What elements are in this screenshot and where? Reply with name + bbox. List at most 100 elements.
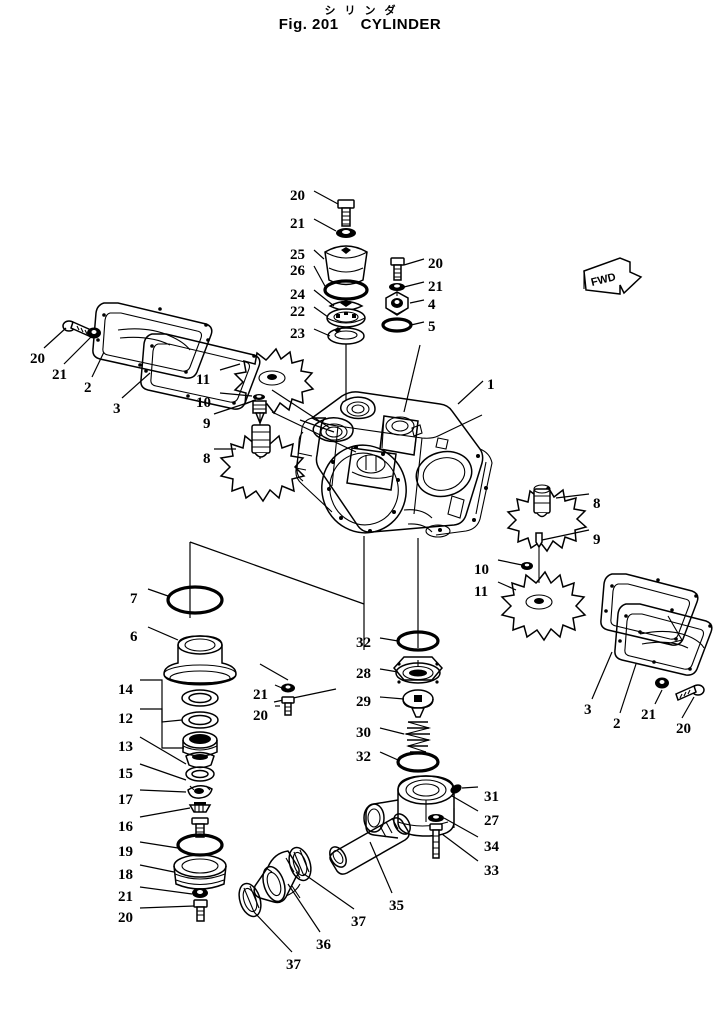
callout-26: 26 (290, 263, 305, 279)
callout-33: 33 (484, 863, 499, 879)
washer-34 (428, 814, 444, 822)
piston-36 (253, 850, 301, 904)
callout-21-bl: 21 (118, 889, 133, 905)
callout-21-m: 21 (253, 687, 268, 703)
bolt-20-right-cover (675, 684, 705, 702)
callout-34: 34 (484, 839, 499, 855)
pin-9-right (535, 532, 543, 583)
callout-29: 29 (356, 694, 371, 710)
callout-7: 7 (130, 591, 138, 607)
callout-leaders (43, 190, 695, 953)
housing-6 (163, 635, 237, 686)
callout-6: 6 (130, 629, 138, 645)
callout-21: 21 (290, 216, 305, 232)
callout-2-l: 2 (84, 380, 92, 396)
callout-21-tr: 21 (428, 279, 443, 295)
washer-21-right (389, 283, 405, 291)
ring-37-upper (288, 846, 312, 882)
callout-9-r: 9 (593, 532, 601, 548)
callout-32-a: 32 (356, 635, 371, 651)
top-bolt-20 (337, 199, 355, 227)
callout-10-r: 10 (474, 562, 489, 578)
retainer-17 (187, 785, 213, 799)
callout-28: 28 (356, 666, 371, 682)
figure-name: CYLINDER (360, 16, 442, 33)
callout-20: 20 (290, 188, 305, 204)
callout-25: 25 (290, 247, 305, 263)
top-boss-right (379, 415, 419, 456)
callout-32-b: 32 (356, 749, 371, 765)
plate-22 (326, 308, 366, 328)
cylinder-body-1 (295, 391, 493, 538)
oring-7 (166, 585, 224, 615)
washer-10-right (521, 562, 533, 570)
valve-plate-28 (393, 656, 443, 684)
page-title: Fig. 201 CYLINDER (0, 16, 720, 33)
lower-star-gear-8 (219, 424, 306, 503)
callout-2-r: 2 (613, 716, 621, 732)
center-square-boss (346, 447, 397, 491)
callout-20-r: 20 (676, 721, 691, 737)
spool-12 (182, 731, 218, 757)
figure-number: Fig. 201 (278, 16, 339, 33)
callout-37-a: 37 (351, 914, 366, 930)
callout-18: 18 (118, 867, 133, 883)
keeper-16 (188, 802, 212, 813)
bolt-20-mid (259, 663, 295, 716)
spring-30 (403, 721, 432, 753)
bolt-20-right (390, 257, 405, 281)
callout-22: 22 (290, 304, 305, 320)
oring-19 (176, 833, 224, 857)
callout-11-r: 11 (474, 584, 489, 600)
ring-37-lower (238, 882, 262, 918)
callout-20-m: 20 (253, 708, 268, 724)
callout-20-bl: 20 (118, 910, 133, 926)
gasket-3-right (600, 573, 699, 646)
top-washer-21 (336, 228, 356, 238)
callout-31: 31 (484, 789, 499, 805)
callout-21-l: 21 (52, 367, 67, 383)
japanese-title: シリンダ (324, 4, 405, 17)
ring-15 (185, 766, 215, 782)
upper-star-gear-11 (233, 347, 315, 415)
fitting-4 (385, 291, 409, 316)
callout-15: 15 (118, 766, 133, 782)
washer-21-bottom-left (192, 888, 208, 898)
top-boss-left (312, 417, 354, 443)
callout-24: 24 (290, 287, 305, 303)
callout-11-l: 11 (196, 372, 211, 388)
fwd-arrow-icon: FWD (583, 257, 643, 295)
sleeve-35 (329, 813, 411, 875)
callout-23: 23 (290, 326, 305, 342)
callout-5: 5 (428, 319, 436, 335)
housing-18 (173, 854, 227, 890)
callout-4: 4 (428, 297, 436, 313)
assembly-guide-lines (189, 344, 421, 703)
callout-21-r: 21 (641, 707, 656, 723)
callout-1: 1 (487, 377, 495, 393)
callout-17: 17 (118, 792, 133, 808)
bolt-16 (191, 817, 209, 838)
callout-36: 36 (316, 937, 331, 953)
washer-14 (181, 689, 219, 729)
top-boss-center (340, 396, 376, 420)
callout-8-l: 8 (203, 451, 211, 467)
oring-5 (381, 317, 413, 333)
callout-14: 14 (118, 682, 133, 698)
callout-8-r: 8 (593, 496, 601, 512)
callout-30: 30 (356, 725, 371, 741)
svg-text:FWD: FWD (590, 271, 617, 289)
callout-27: 27 (484, 813, 499, 829)
upper-star-gear-8-right (506, 484, 588, 553)
callout-12: 12 (118, 711, 133, 727)
pin-31 (450, 784, 462, 794)
callout-3-r: 3 (584, 702, 592, 718)
callout-10-l: 10 (196, 395, 211, 411)
oring-32-lower (396, 751, 440, 773)
callout-35: 35 (389, 898, 404, 914)
ring-23 (327, 327, 365, 345)
callout-16: 16 (118, 819, 133, 835)
seat-13 (185, 751, 215, 769)
bolt-20-bottom-left (193, 899, 208, 922)
